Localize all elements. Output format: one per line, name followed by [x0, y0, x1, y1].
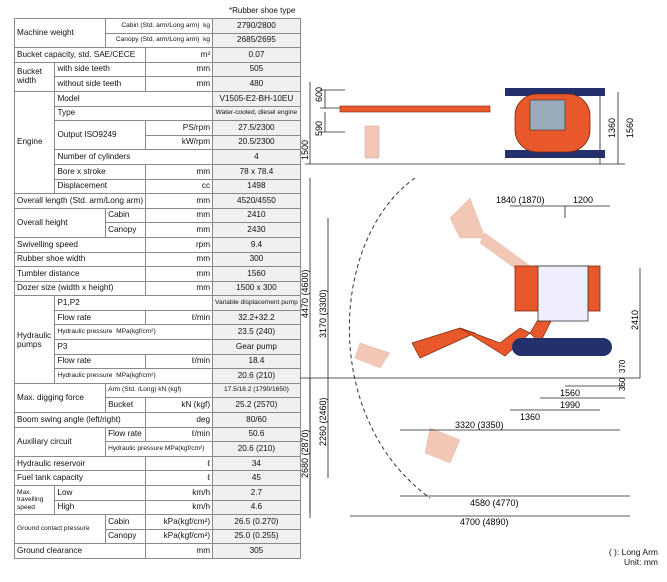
dim-4700: 4700 (4890) — [460, 517, 509, 527]
dim-4470: 4470 (4600) — [300, 269, 310, 318]
dim-top-1560: 1560 — [625, 118, 635, 138]
row-swivelling-speed: Swivelling speed — [13, 236, 147, 253]
row-dozer-size: Dozer size (width x height) — [13, 280, 147, 297]
top-view-drawing: 600 590 1500 1360 1560 — [300, 82, 635, 165]
row-tumbler-distance: Tumbler distance — [13, 266, 147, 282]
row-hydraulic-reservoir: Hydraulic reservoir — [13, 455, 147, 472]
row-ground-clearance: Ground clearance — [13, 543, 147, 559]
dim-top-1500: 1500 — [300, 140, 310, 160]
header-note: *Rubber shoe type — [229, 6, 296, 15]
dim-top-590: 590 — [314, 121, 324, 136]
dim-2260: 2260 (2460) — [318, 397, 328, 446]
row-ground-contact-pressure: Ground contact pressure — [13, 514, 107, 545]
row-fuel-tank: Fuel tank capacity — [13, 470, 147, 486]
row-overall-height: Overall height — [13, 207, 107, 238]
dim-3320: 3320 (3350) — [455, 420, 504, 430]
row-boom-swing-angle: Boom swing angle (left/right) — [13, 412, 147, 428]
dim-1360: 1360 — [520, 412, 540, 422]
row-engine: Engine — [13, 90, 56, 195]
row-bucket-width: Bucket width — [13, 61, 56, 92]
dim-3170: 3170 (3300) — [318, 289, 328, 338]
side-view-drawing: 1840 (1870) 1200 4470 (4600) 3170 (3300)… — [300, 178, 641, 527]
dim-1990: 1990 — [560, 400, 580, 410]
dim-2410: 2410 — [630, 310, 640, 330]
row-hydraulic-pumps: Hydraulic pumps — [13, 295, 56, 384]
dim-370: 370 — [618, 359, 627, 373]
dim-1200: 1200 — [573, 195, 593, 205]
row-rubber-shoe-width: Rubber shoe width — [13, 251, 147, 268]
row-auxiliary-circuit: Auxiliary circuit — [13, 426, 107, 457]
spec-table: Machine weight Cabin (Std. arm/Long arm)… — [13, 17, 301, 559]
row-overall-length: Overall length (Std. arm/Long arm) — [13, 193, 147, 209]
dim-1840: 1840 (1870) — [496, 195, 545, 205]
dim-top-1360: 1360 — [607, 118, 617, 138]
dim-1560: 1560 — [560, 388, 580, 398]
row-max-digging-force: Max. digging force — [13, 382, 107, 414]
row-machine-weight: Machine weight — [13, 17, 107, 49]
dim-2680: 2680 (2870) — [300, 429, 310, 478]
row-bucket-capacity: Bucket capacity, std. SAE/CECE — [13, 47, 147, 63]
legend: ( ): Long Arm Unit: mm — [608, 547, 658, 567]
row-travelling-speed: Max. travelling speed — [13, 484, 56, 516]
dim-350: 350 — [618, 377, 627, 391]
dim-top-600: 600 — [314, 87, 324, 102]
dim-4580: 4580 (4770) — [470, 498, 519, 508]
